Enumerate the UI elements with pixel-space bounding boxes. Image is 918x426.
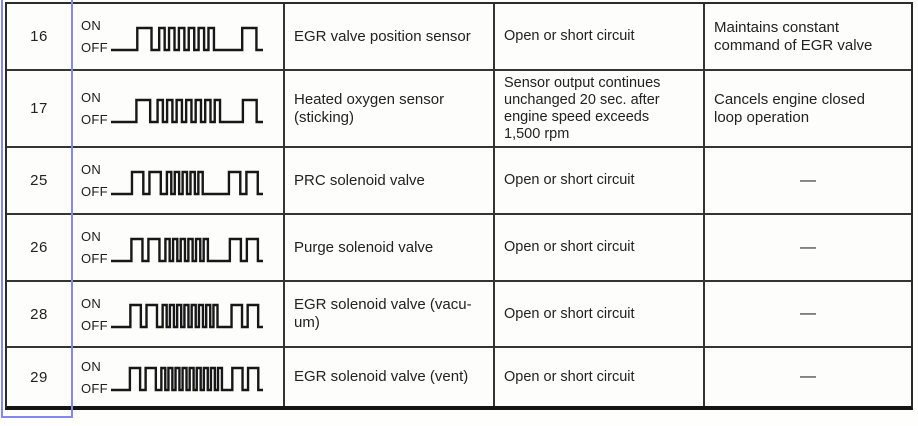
condition-cell: Open or short circuit [493, 4, 703, 69]
waveform-cell: ON OFF [71, 215, 283, 280]
flash-pattern-waveform-chart [111, 94, 263, 128]
waveform-axis-labels: ON OFF [81, 297, 108, 332]
code-cell: 16 [7, 4, 71, 69]
on-label: ON [81, 229, 102, 244]
off-label: OFF [81, 317, 108, 333]
waveform-axis-labels: ON OFF [81, 230, 108, 265]
table-row: 28 ON OFF EGR solenoid valve (vacu- um) … [7, 280, 911, 346]
code-cell: 25 [7, 148, 71, 213]
code-cell: 29 [7, 348, 71, 406]
component-cell: PRC solenoid valve [283, 148, 493, 213]
trouble-code-table-body: 16 ON OFF EGR valve position sensor Open… [7, 4, 911, 406]
failsafe-cell: — [703, 148, 911, 213]
condition-cell: Open or short circuit [493, 148, 703, 213]
waveform-cell: ON OFF [71, 71, 283, 146]
flash-pattern-waveform-chart [111, 22, 263, 56]
off-label: OFF [81, 40, 108, 55]
failsafe-cell: — [703, 348, 911, 406]
condition-cell: Open or short circuit [493, 215, 703, 280]
component-cell: Purge solenoid valve [283, 215, 493, 280]
waveform-axis-labels: ON OFF [81, 163, 108, 198]
off-label: OFF [81, 251, 108, 266]
on-label: ON [81, 295, 102, 311]
off-label: OFF [81, 112, 108, 127]
on-label: ON [81, 18, 102, 33]
waveform-cell: ON OFF [71, 4, 283, 69]
waveform-axis-labels: ON OFF [81, 360, 108, 395]
code-cell: 17 [7, 71, 71, 146]
table-row: 26 ON OFF Purge solenoid valve Open or s… [7, 213, 911, 280]
table-row: 16 ON OFF EGR valve position sensor Open… [7, 4, 911, 69]
code-value: 16 [30, 28, 48, 45]
table-row: 25 ON OFF PRC solenoid valve Open or sho… [7, 146, 911, 213]
code-value: 25 [30, 172, 48, 189]
flash-pattern-waveform-chart [111, 233, 263, 267]
condition-cell: Sensor output continues unchanged 20 sec… [493, 71, 703, 146]
component-cell: EGR solenoid valve (vent) [283, 348, 493, 406]
table-row: 17 ON OFF Heated oxygen sensor (sticking… [7, 69, 911, 146]
failsafe-cell: — [703, 215, 911, 280]
component-cell: EGR valve position sensor [283, 4, 493, 69]
flash-pattern-waveform-chart [111, 166, 263, 200]
on-label: ON [81, 358, 102, 374]
code-cell: 28 [7, 282, 71, 346]
failsafe-cell: Maintains constant command of EGR valve [703, 4, 911, 69]
code-value: 28 [30, 305, 48, 323]
waveform-axis-labels: ON OFF [81, 91, 108, 126]
component-cell: Heated oxygen sensor (sticking) [283, 71, 493, 146]
waveform-cell: ON OFF [71, 148, 283, 213]
code-cell: 26 [7, 215, 71, 280]
on-label: ON [81, 90, 102, 105]
on-label: ON [81, 162, 102, 177]
table-row: 29 ON OFF EGR solenoid valve (vent) Open… [7, 346, 911, 406]
failsafe-cell: — [703, 282, 911, 346]
condition-cell: Open or short circuit [493, 348, 703, 406]
trouble-code-table: 16 ON OFF EGR valve position sensor Open… [5, 2, 913, 410]
off-label: OFF [81, 380, 108, 396]
flash-pattern-waveform-chart [111, 299, 263, 333]
waveform-axis-labels: ON OFF [81, 19, 108, 54]
flash-pattern-waveform-chart [111, 362, 263, 396]
off-label: OFF [81, 184, 108, 199]
waveform-cell: ON OFF [71, 282, 283, 346]
component-cell: EGR solenoid valve (vacu- um) [283, 282, 493, 346]
waveform-cell: ON OFF [71, 348, 283, 406]
code-value: 17 [30, 100, 48, 117]
code-value: 29 [30, 368, 48, 386]
code-value: 26 [30, 239, 48, 256]
failsafe-cell: Cancels engine closed loop operation [703, 71, 911, 146]
condition-cell: Open or short circuit [493, 282, 703, 346]
